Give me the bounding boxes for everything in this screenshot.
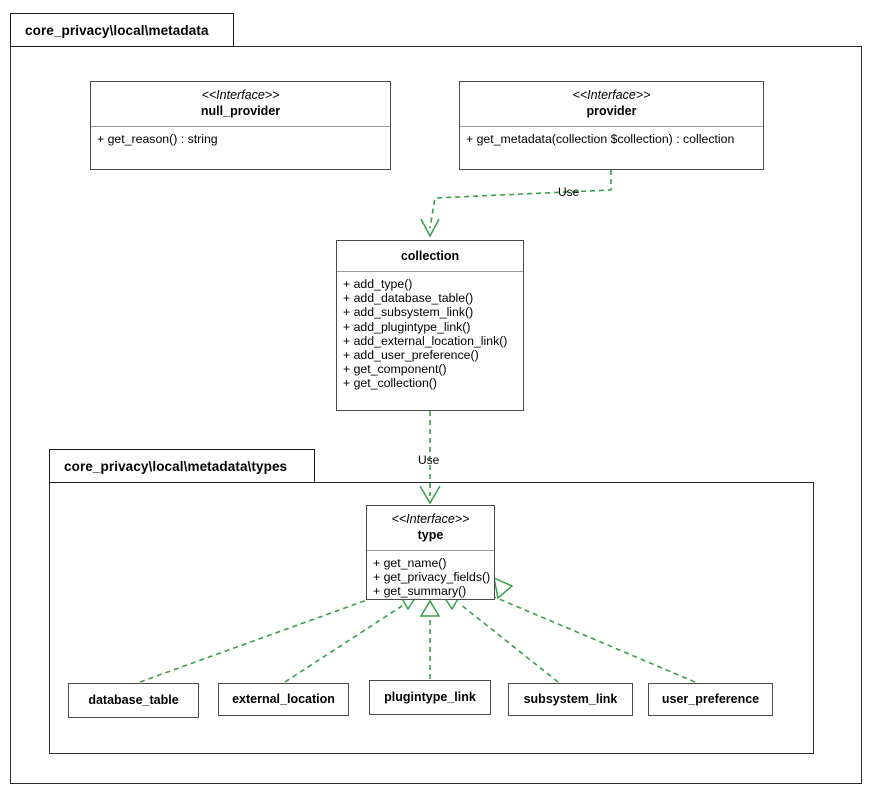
class-name-user-preference: user_preference	[661, 692, 760, 706]
member-item: + get_collection()	[343, 376, 437, 391]
member-item: + get_metadata(collection $collection) :…	[466, 132, 735, 146]
class-name-null-provider: null_provider	[200, 104, 281, 118]
member-item: + get_summary()	[373, 584, 467, 599]
class-subsystem-link[interactable]: subsystem_link	[508, 683, 633, 716]
class-header-provider: <<Interface>> provider	[460, 82, 763, 127]
class-header-null-provider: <<Interface>> null_provider	[91, 82, 390, 127]
package-label-outer: core_privacy\local\metadata	[25, 22, 209, 38]
class-name-subsystem-link: subsystem_link	[523, 692, 618, 706]
class-plugintype-link[interactable]: plugintype_link	[369, 680, 491, 715]
class-provider[interactable]: <<Interface>> provider + get_metadata(co…	[459, 81, 764, 170]
package-tab-outer: core_privacy\local\metadata	[10, 13, 234, 47]
member-item: + add_type()	[343, 277, 413, 291]
stereotype-provider: <<Interface>>	[572, 88, 651, 102]
class-name-type: type	[417, 528, 444, 542]
class-members-collection: + add_type() + add_database_table() + ad…	[337, 272, 523, 395]
class-null-provider[interactable]: <<Interface>> null_provider + get_reason…	[90, 81, 391, 170]
member-item: + add_plugintype_link()	[343, 319, 471, 334]
member-item: + get_name()	[373, 556, 447, 570]
edge-label-use-1: Use	[558, 185, 580, 199]
class-members-null-provider: + get_reason() : string	[91, 127, 390, 150]
stereotype-null-provider: <<Interface>>	[201, 88, 280, 102]
class-name-provider: provider	[586, 104, 637, 118]
class-members-type: + get_name() + get_privacy_fields() + ge…	[367, 551, 494, 603]
edge-label-use-2: Use	[418, 453, 440, 467]
class-name-collection: collection	[400, 249, 460, 263]
class-header-type: <<Interface>> type	[367, 506, 494, 551]
member-item: + get_component()	[343, 362, 447, 377]
member-item: + add_external_location_link()	[343, 333, 508, 348]
class-database-table[interactable]: database_table	[68, 683, 199, 718]
package-label-types: core_privacy\local\metadata\types	[64, 458, 288, 474]
class-user-preference[interactable]: user_preference	[648, 683, 773, 716]
class-header-collection: collection	[337, 241, 523, 272]
member-item: + get_privacy_fields()	[373, 570, 491, 585]
member-item: + add_database_table()	[343, 291, 474, 306]
member-item: + add_user_preference()	[343, 348, 479, 363]
class-name-external-location: external_location	[232, 692, 335, 706]
class-name-plugintype-link: plugintype_link	[384, 690, 476, 704]
package-tab-types: core_privacy\local\metadata\types	[49, 449, 315, 483]
member-item: + get_reason() : string	[97, 132, 218, 146]
class-name-database-table: database_table	[88, 693, 179, 707]
stereotype-type: <<Interface>>	[391, 512, 470, 526]
class-collection[interactable]: collection + add_type() + add_database_t…	[336, 240, 524, 411]
package-body-types	[49, 482, 814, 754]
member-item: + add_subsystem_link()	[343, 305, 474, 320]
class-external-location[interactable]: external_location	[218, 683, 349, 716]
package-body-outer	[10, 46, 862, 784]
class-members-provider: + get_metadata(collection $collection) :…	[460, 127, 763, 150]
class-type[interactable]: <<Interface>> type + get_name() + get_pr…	[366, 505, 495, 600]
